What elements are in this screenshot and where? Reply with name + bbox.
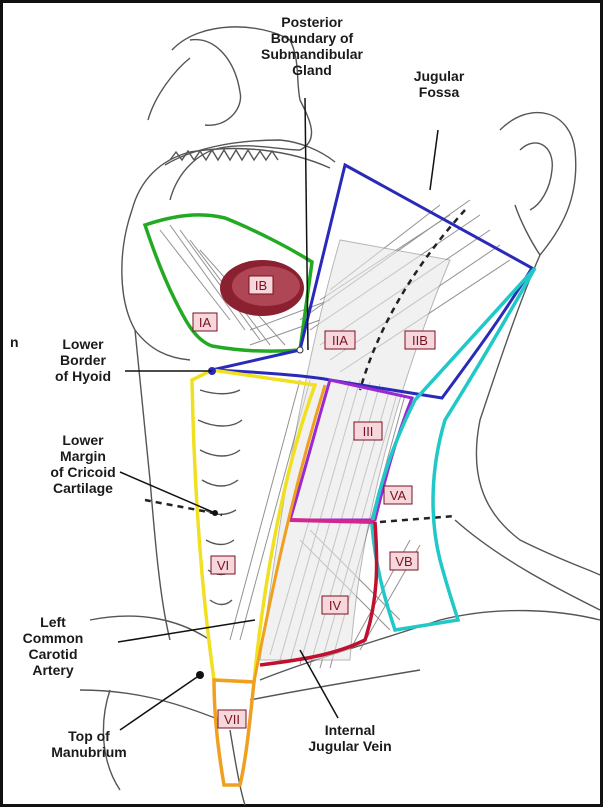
callout-line: Common	[18, 630, 88, 646]
callout-line: Gland	[258, 62, 366, 78]
callout-line: of Hyoid	[44, 368, 122, 384]
svg-text:VB: VB	[395, 554, 412, 569]
svg-text:IA: IA	[199, 315, 212, 330]
callout-line: Posterior	[258, 14, 366, 30]
level-label-ia: IA	[193, 313, 217, 331]
gland-point	[297, 347, 303, 353]
level-label-ib: IB	[249, 276, 273, 294]
level-iii-iv-boundary	[290, 520, 375, 522]
callout-line: Jugular Vein	[300, 738, 400, 754]
callout-line: Artery	[18, 662, 88, 678]
callout-line: Lower	[40, 432, 126, 448]
callout-posterior-boundary: Posterior Boundary of Submandibular Glan…	[258, 14, 366, 78]
svg-text:VA: VA	[390, 488, 407, 503]
level-label-iib: IIB	[405, 331, 435, 349]
callout-line: Jugular	[406, 68, 472, 84]
level-label-iii: III	[354, 422, 382, 440]
callout-line: Internal	[300, 722, 400, 738]
svg-text:IB: IB	[255, 278, 267, 293]
callout-line: Left	[18, 614, 88, 630]
callout-line: Border	[44, 352, 122, 368]
callout-lower-border-hyoid: Lower Border of Hyoid	[44, 336, 122, 384]
callout-line: Boundary of	[258, 30, 366, 46]
callout-line: Cartilage	[40, 480, 126, 496]
svg-text:III: III	[363, 424, 374, 439]
callout-line: Manubrium	[34, 744, 144, 760]
callout-line: Lower	[44, 336, 122, 352]
svg-text:VII: VII	[224, 712, 240, 727]
level-label-vb: VB	[390, 552, 418, 570]
callout-top-of-manubrium: Top of Manubrium	[34, 728, 144, 760]
svg-text:IIB: IIB	[412, 333, 428, 348]
level-label-vii: VII	[218, 710, 246, 728]
callout-line: Margin	[40, 448, 126, 464]
callout-lower-margin-cricoid: Lower Margin of Cricoid Cartilage	[40, 432, 126, 496]
level-label-iv: IV	[322, 596, 348, 614]
level-label-iia: IIA	[325, 331, 355, 349]
callout-left-common-carotid: Left Common Carotid Artery	[18, 614, 88, 678]
edge-mark-text: n	[10, 334, 19, 350]
level-label-va: VA	[384, 486, 412, 504]
callout-line: Submandibular	[258, 46, 366, 62]
callout-line: Carotid	[18, 646, 88, 662]
callout-line: of Cricoid	[40, 464, 126, 480]
callout-jugular-fossa: Jugular Fossa	[406, 68, 472, 100]
svg-text:IV: IV	[329, 598, 342, 613]
callout-internal-jugular-vein: Internal Jugular Vein	[300, 722, 400, 754]
callout-line: Fossa	[406, 84, 472, 100]
svg-text:VI: VI	[217, 558, 229, 573]
level-label-vi: VI	[211, 556, 235, 574]
callout-line: Top of	[34, 728, 144, 744]
svg-text:IIA: IIA	[332, 333, 348, 348]
